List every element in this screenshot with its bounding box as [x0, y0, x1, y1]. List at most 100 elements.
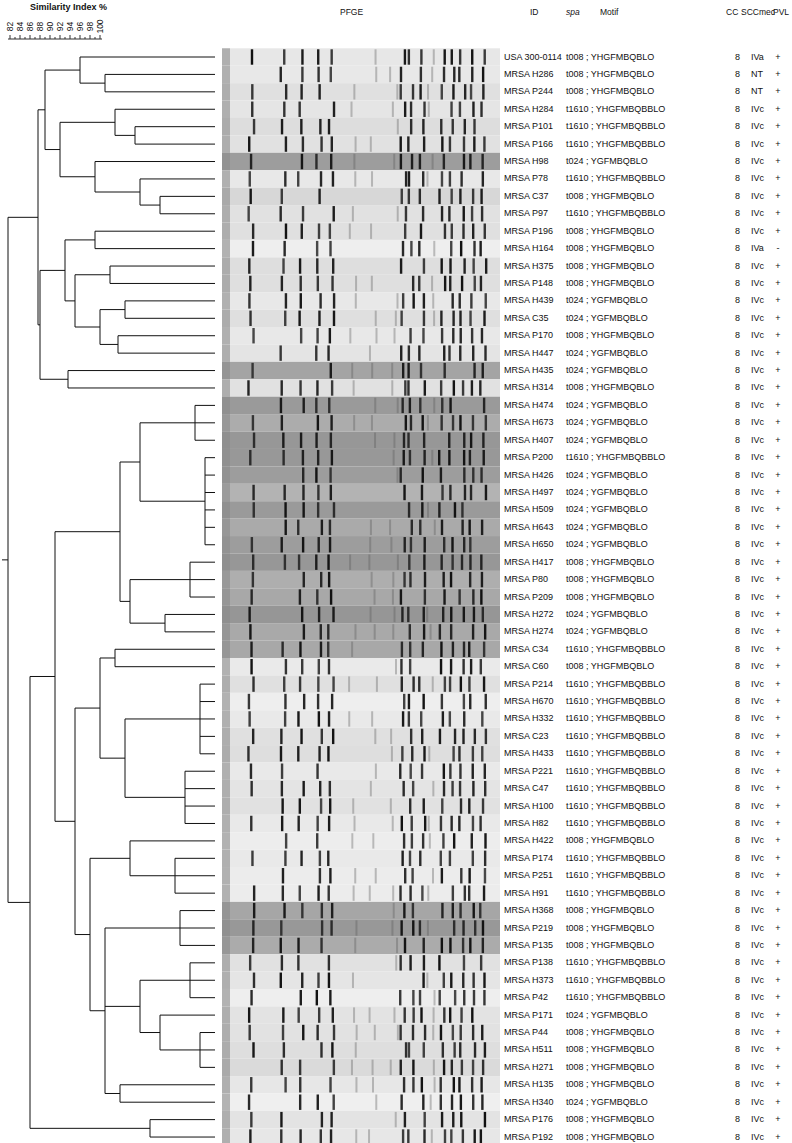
gel-band — [464, 119, 466, 134]
clonal-complex: 8 — [735, 749, 740, 758]
dendrogram-branch — [200, 1049, 215, 1050]
gel-edge — [222, 1024, 230, 1041]
gel-band-faint — [374, 589, 376, 604]
gel-band — [251, 84, 253, 99]
pvl-status: + — [774, 488, 782, 497]
gel-band — [482, 433, 484, 448]
gel-band-faint — [393, 154, 395, 169]
gel-band — [328, 955, 330, 970]
sccmec-type: IVc — [751, 418, 764, 427]
gel-band-faint — [355, 276, 357, 291]
gel-band — [317, 415, 319, 430]
gel-band-faint — [390, 1060, 392, 1075]
gel-band-faint — [391, 363, 393, 378]
dendrogram-branch — [100, 758, 125, 759]
gel-band — [462, 380, 464, 395]
gel-band-faint — [434, 1077, 436, 1092]
sccmec-type: IVc — [751, 958, 764, 967]
gel-band — [329, 537, 331, 552]
gel-band — [408, 189, 410, 204]
pvl-status: + — [774, 401, 782, 410]
gel-band-faint — [354, 624, 356, 639]
pvl-status: + — [774, 279, 782, 288]
gel-band — [472, 467, 474, 482]
gel-band — [460, 798, 462, 813]
gel-lane — [222, 48, 500, 65]
gel-band-faint — [375, 868, 377, 883]
gel-band — [408, 554, 410, 569]
dendrogram-branch — [200, 1067, 215, 1068]
sccmec-type: IVc — [751, 1080, 764, 1089]
sccmec-type: IVc — [751, 819, 764, 828]
gel-lane — [222, 919, 500, 936]
spa-type-motif: t008 ; YHGFMBQBLO — [566, 87, 654, 96]
isolate-id: USA 300-0114 — [504, 53, 562, 62]
dendrogram-branch — [195, 440, 215, 441]
scale-number: 100 — [96, 17, 105, 35]
gel-band — [472, 624, 474, 639]
gel-band — [317, 973, 319, 988]
dendrogram-branch — [135, 144, 215, 145]
pvl-status: + — [774, 105, 782, 114]
gel-band — [408, 49, 410, 64]
axis-tick — [85, 37, 86, 39]
clonal-complex: 8 — [735, 174, 740, 183]
gel-band — [462, 223, 464, 238]
gel-band — [451, 49, 453, 64]
gel-band — [422, 467, 424, 482]
clonal-complex: 8 — [735, 993, 740, 1002]
gel-band — [402, 363, 404, 378]
spa-type-motif: t024 ; YGFMBQBLO — [566, 523, 648, 532]
pvl-status: + — [774, 1011, 782, 1020]
dendrogram-branch — [65, 300, 75, 301]
pvl-status: + — [774, 627, 782, 636]
gel-band-faint — [374, 729, 376, 744]
clonal-complex: 8 — [735, 854, 740, 863]
isolate-id: MRSA P171 — [504, 1011, 553, 1020]
gel-edge — [222, 240, 230, 257]
sccmec-type: IVc — [751, 993, 764, 1002]
spa-type-motif: t1610 ; YHGFMBQBBLO — [566, 453, 665, 462]
gel-band — [402, 711, 404, 726]
gel-lane — [222, 101, 500, 118]
gel-band — [317, 885, 319, 900]
isolate-id: MRSA H368 — [504, 906, 554, 915]
gel-band — [474, 729, 476, 744]
dendrogram-branch — [205, 475, 215, 476]
gel-band — [299, 589, 301, 604]
spa-type-motif: t1610 ; YHGFMBQBBLO — [566, 802, 665, 811]
gel-band — [319, 293, 321, 308]
pvl-status: + — [774, 366, 782, 375]
gel-band — [300, 433, 302, 448]
gel-band — [470, 433, 472, 448]
gel-band — [250, 816, 252, 831]
gel-band — [441, 694, 443, 709]
dendrogram-branch — [55, 821, 75, 822]
gel-band — [331, 136, 333, 151]
scale-number: 98 — [86, 17, 95, 35]
sccmec-type: IVc — [751, 784, 764, 793]
gel-band-faint — [432, 1025, 434, 1040]
gel-band-faint — [391, 746, 393, 761]
gel-band-faint — [432, 781, 434, 796]
sccmec-type: IVc — [751, 836, 764, 845]
gel-lane — [222, 623, 500, 640]
gel-band — [473, 241, 475, 256]
gel-band — [404, 102, 406, 117]
gel-band — [302, 136, 304, 151]
spa-type-motif: t008 ; YHGFMBQBLO — [566, 1063, 654, 1072]
gel-band — [400, 84, 402, 99]
gel-band — [331, 903, 333, 918]
gel-band — [440, 1094, 442, 1109]
gel-band — [421, 885, 423, 900]
gel-band — [412, 293, 414, 308]
dendrogram-branch — [75, 327, 100, 328]
gel-band — [333, 102, 335, 117]
clonal-complex: 8 — [735, 941, 740, 950]
gel-band — [484, 764, 486, 779]
isolate-id: MRSA P244 — [504, 87, 553, 96]
gel-band — [482, 84, 484, 99]
gel-edge — [222, 606, 230, 623]
gel-band — [484, 781, 486, 796]
gel-band — [400, 920, 402, 935]
